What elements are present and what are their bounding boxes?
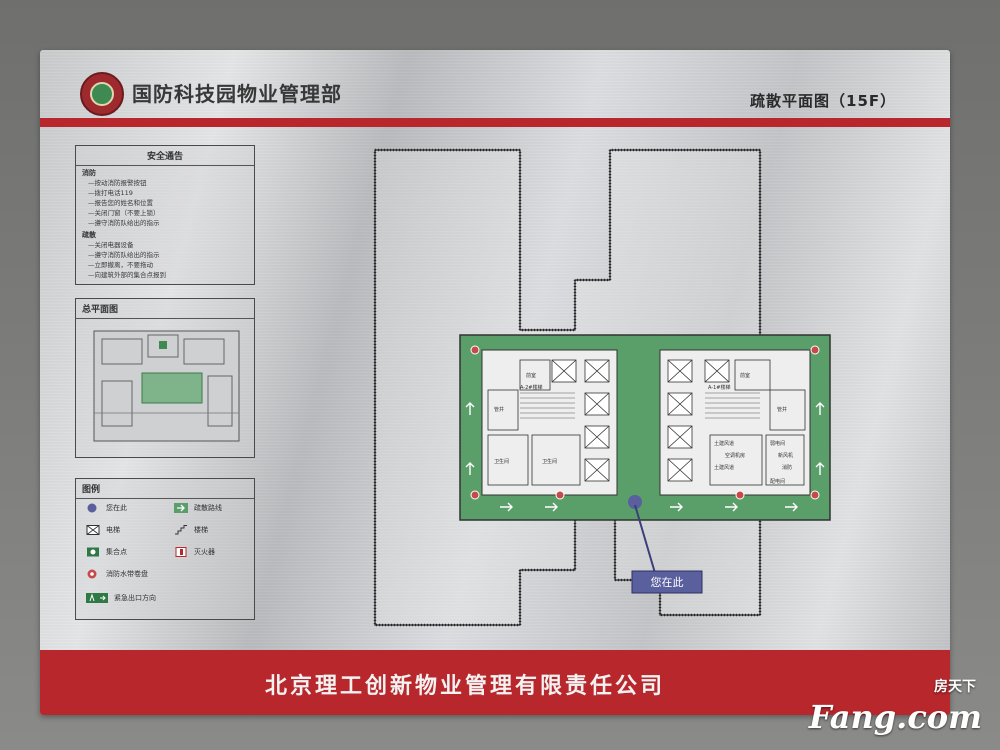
room-label: 土建风道 [714, 440, 734, 447]
emergency-exit-icon [86, 593, 108, 603]
room-label: A-2#楼梯 [520, 384, 543, 391]
you-are-here-label: 您在此 [651, 576, 684, 589]
fire-extinguisher-icon [174, 547, 188, 557]
room-label: 弱电间 [770, 440, 785, 447]
legend-route: 疏散路线 [174, 503, 222, 513]
legend-label: 您在此 [106, 504, 127, 512]
room-label: 卫生间 [494, 458, 509, 465]
you-are-here-icon [86, 503, 100, 513]
legend-label: 电梯 [106, 526, 120, 534]
room-label: 土建风道 [714, 464, 734, 471]
watermark-site: Fang.com [808, 698, 982, 736]
safety-notice-heading: 安全通告 [76, 146, 254, 166]
plan-title: 疏散平面图（15F） [750, 92, 897, 110]
legend-exit: 紧急出口方向 [86, 593, 156, 603]
legend-assembly: 集合点 [86, 547, 127, 557]
room-label: 消防 [782, 464, 792, 471]
room-label: 新风机 [778, 452, 793, 459]
room-label: A-1#楼梯 [708, 384, 731, 391]
floor-plan: 前室 A-2#楼梯 管井 卫生间 卫生间 前室 A-1#楼梯 管井 土建风道 空… [373, 148, 831, 627]
evacuation-step: —向建筑外部的集合点报到 [88, 271, 166, 279]
room-label: 前室 [526, 372, 536, 379]
evacuation-step: —遵守消防队给出的指示 [88, 251, 160, 259]
evacuation-plan-sign: 国防科技园物业管理部 疏散平面图（15F） 安全通告 消防 —按动消防报警按钮 … [40, 50, 950, 715]
watermark-brand: 房天下 [934, 679, 976, 695]
room-label: 前室 [740, 372, 750, 379]
room-label: 卫生间 [542, 458, 557, 465]
fire-section-title: 消防 [82, 169, 96, 177]
fire-step: —遵守消防队给出的指示 [88, 219, 160, 227]
legend-label: 楼梯 [194, 526, 208, 534]
evacuation-step: —立即撤离，不要拖动 [88, 261, 153, 269]
legend-you-are-here: 您在此 [86, 503, 127, 513]
legend-label: 疏散路线 [194, 504, 222, 512]
fire-step: —拨打电话119 [88, 189, 133, 197]
room-label: 配电间 [770, 478, 785, 485]
legend-label: 灭火器 [194, 548, 215, 556]
legend-elevator: 电梯 [86, 525, 120, 535]
evacuation-route-arrows [465, 402, 825, 512]
legend-label: 集合点 [106, 548, 127, 556]
stairs-icon [174, 525, 188, 535]
legend-extinguisher: 灭火器 [174, 547, 215, 557]
site-plan-map [93, 330, 240, 442]
legend-hose: 消防水带卷盘 [86, 569, 148, 579]
fire-hose-reel-icon [86, 569, 100, 579]
evacuation-section-title: 疏散 [82, 231, 96, 239]
room-label: 空调机房 [725, 452, 745, 459]
fire-step: —报告您的姓名和位置 [88, 199, 153, 207]
elevator-icon [86, 525, 100, 535]
legend-heading: 图例 [76, 479, 254, 499]
site-plan-heading: 总平面图 [76, 299, 254, 319]
room-label: 管井 [777, 406, 787, 413]
legend-stairs: 楼梯 [174, 525, 208, 535]
watermark: 房天下 Fang.com [808, 679, 982, 736]
evacuation-step: —关闭电器设备 [88, 241, 134, 249]
fire-step: —关闭门窗（不要上锁） [88, 209, 160, 217]
route-arrow-icon [174, 503, 188, 513]
assembly-point-icon [86, 547, 100, 557]
organization-title: 国防科技园物业管理部 [132, 82, 342, 106]
legend-panel: 图例 您在此 疏散路线 电梯 楼梯 [75, 478, 255, 620]
legend-label: 消防水带卷盘 [106, 570, 148, 578]
header-divider [40, 118, 950, 127]
fire-step: —按动消防报警按钮 [88, 179, 147, 187]
you-are-here-marker [628, 495, 642, 509]
footer-company-name: 北京理工创新物业管理有限责任公司 [264, 674, 665, 699]
site-plan-panel: 总平面图 [75, 298, 255, 458]
room-label: 管井 [494, 406, 504, 413]
fire-equipment-markers [470, 345, 820, 500]
safety-notice-panel: 安全通告 消防 —按动消防报警按钮 —拨打电话119 —报告您的姓名和位置 —关… [75, 145, 255, 285]
organization-logo-icon [80, 72, 124, 116]
legend-label: 紧急出口方向 [114, 594, 156, 602]
footer-band: 北京理工创新物业管理有限责任公司 [40, 650, 950, 715]
